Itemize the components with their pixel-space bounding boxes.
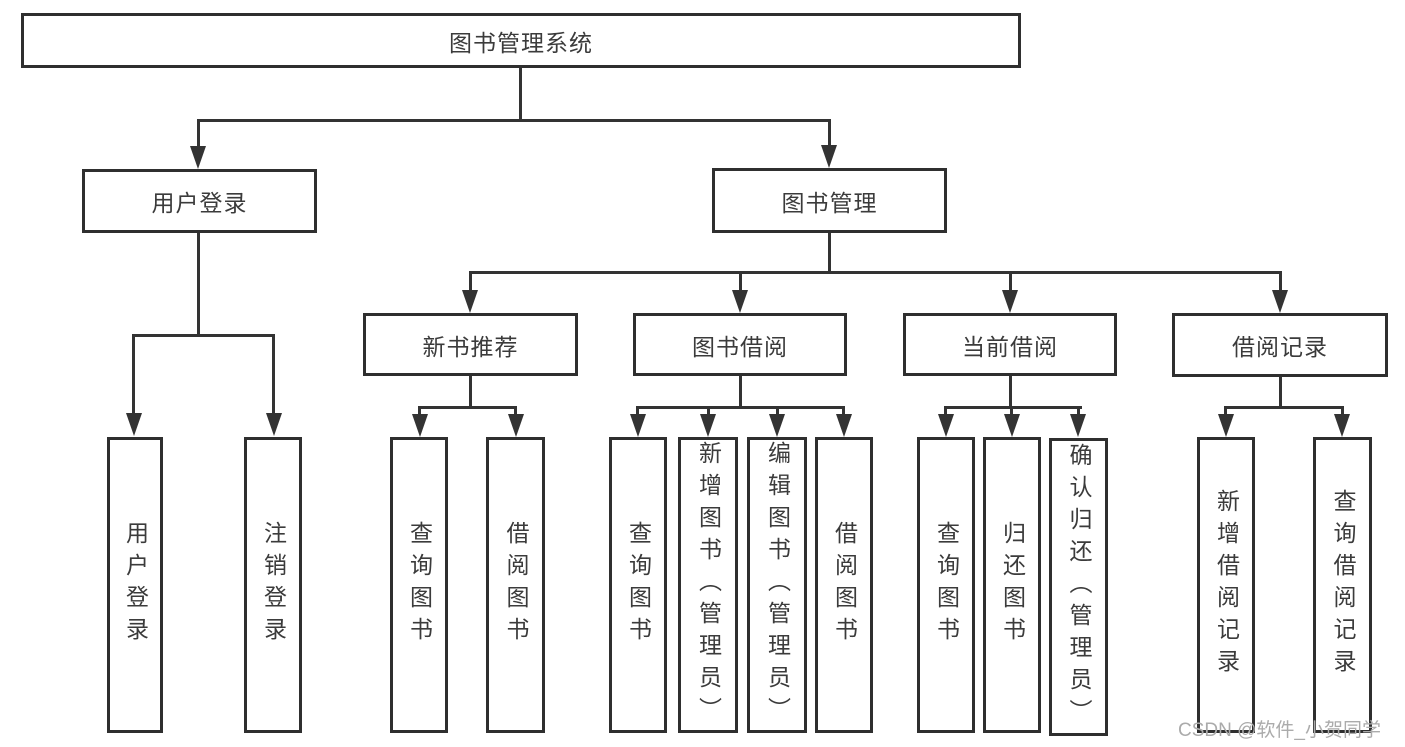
leaf-query-books-borrow: 查询图书 (609, 437, 667, 733)
arrowhead-down (700, 414, 716, 437)
leaf-user-login-label: 用户登录 (122, 521, 149, 649)
node-current-borrow: 当前借阅 (903, 313, 1117, 376)
leaf-query-books-current-label: 查询图书 (933, 521, 960, 649)
connector-line (469, 271, 472, 291)
leaf-return-books-label: 归还图书 (999, 521, 1026, 649)
connector-line (945, 406, 1082, 409)
connector-line (197, 119, 200, 147)
connector-line (828, 119, 831, 147)
connector-line (739, 376, 742, 409)
connector-line (1009, 376, 1012, 409)
connector-line (739, 271, 742, 291)
leaf-borrow-books-label: 借阅图书 (831, 521, 858, 649)
node-book-borrow-label: 图书借阅 (692, 333, 788, 360)
leaf-add-books-admin-label: 新增图书（管理员） (695, 441, 722, 729)
leaf-add-books-admin: 新增图书（管理员） (678, 437, 738, 733)
leaf-logout-label: 注销登录 (260, 521, 287, 649)
connector-line (776, 406, 779, 418)
arrowhead-down (1334, 414, 1350, 437)
leaf-borrow-books: 借阅图书 (815, 437, 873, 733)
leaf-query-borrow-record: 查询借阅记录 (1313, 437, 1372, 733)
arrowhead-down (1272, 290, 1288, 313)
node-book-borrow: 图书借阅 (633, 313, 847, 376)
leaf-return-books: 归还图书 (983, 437, 1041, 733)
connector-line (197, 233, 200, 337)
node-new-book-recommend: 新书推荐 (363, 313, 578, 376)
node-borrow-records: 借阅记录 (1172, 313, 1388, 377)
arrowhead-down (462, 290, 478, 313)
connector-line (418, 406, 421, 418)
node-book-management: 图书管理 (712, 168, 947, 233)
arrowhead-down (1218, 414, 1234, 437)
arrowhead-down (1004, 414, 1020, 437)
leaf-query-books-recommend: 查询图书 (390, 437, 448, 733)
node-book-management-label: 图书管理 (781, 189, 878, 216)
connector-line (519, 68, 522, 121)
leaf-logout: 注销登录 (244, 437, 302, 733)
connector-line (1225, 406, 1344, 409)
leaf-query-books-current: 查询图书 (917, 437, 975, 733)
connector-line (272, 334, 275, 414)
arrowhead-down (732, 290, 748, 313)
connector-line (1009, 271, 1012, 291)
leaf-query-books-recommend-label: 查询图书 (406, 521, 433, 649)
connector-line (637, 406, 845, 409)
arrowhead-down (938, 414, 954, 437)
connector-line (1279, 271, 1282, 291)
connector-line (514, 406, 517, 418)
arrowhead-down (769, 414, 785, 437)
connector-line (828, 233, 831, 274)
arrowhead-down (412, 414, 428, 437)
connector-line (132, 334, 135, 414)
node-user-login-label: 用户登录 (151, 190, 248, 216)
connector-line (1010, 406, 1013, 418)
leaf-add-borrow-record-label: 新增借阅记录 (1213, 489, 1240, 681)
connector-line (944, 406, 947, 418)
connector-line (1341, 406, 1344, 418)
arrowhead-down (821, 145, 837, 168)
root-node-library-system: 图书管理系统 (21, 13, 1021, 68)
arrowhead-down (126, 413, 142, 436)
arrowhead-down (836, 414, 852, 437)
leaf-borrow-books-recommend-label: 借阅图书 (503, 521, 529, 649)
csdn-watermark: CSDN @软件_小贺同学 (1178, 720, 1381, 741)
node-current-borrow-label: 当前借阅 (962, 333, 1058, 360)
leaf-user-login: 用户登录 (107, 437, 163, 733)
connector-line (1077, 406, 1080, 418)
connector-line (1279, 377, 1282, 409)
node-borrow-records-label: 借阅记录 (1232, 334, 1328, 360)
connector-line (469, 271, 1281, 274)
node-new-book-recommend-label: 新书推荐 (422, 333, 519, 360)
arrowhead-down (1002, 290, 1018, 313)
node-user-login: 用户登录 (82, 169, 317, 233)
connector-line (418, 406, 517, 409)
leaf-confirm-return-admin: 确认归还（管理员） (1049, 438, 1108, 736)
root-node-label: 图书管理系统 (449, 29, 593, 56)
arrowhead-down (1070, 414, 1086, 437)
leaf-edit-books-admin: 编辑图书（管理员） (747, 437, 807, 733)
leaf-borrow-books-recommend: 借阅图书 (486, 437, 545, 733)
connector-line (132, 334, 275, 337)
arrowhead-down (190, 146, 206, 169)
arrowhead-down (266, 413, 282, 436)
leaf-confirm-return-admin-label: 确认归还（管理员） (1066, 443, 1092, 731)
connector-line (1224, 406, 1227, 418)
leaf-edit-books-admin-label: 编辑图书（管理员） (764, 441, 791, 729)
arrowhead-down (630, 414, 646, 437)
leaf-add-borrow-record: 新增借阅记录 (1197, 437, 1255, 733)
connector-line (469, 376, 472, 409)
leaf-query-borrow-record-label: 查询借阅记录 (1330, 489, 1356, 681)
connector-line (707, 406, 710, 418)
connector-line (636, 406, 639, 418)
connector-line (842, 406, 845, 418)
connector-line (197, 119, 831, 122)
arrowhead-down (508, 414, 524, 437)
leaf-query-books-borrow-label: 查询图书 (625, 521, 652, 649)
